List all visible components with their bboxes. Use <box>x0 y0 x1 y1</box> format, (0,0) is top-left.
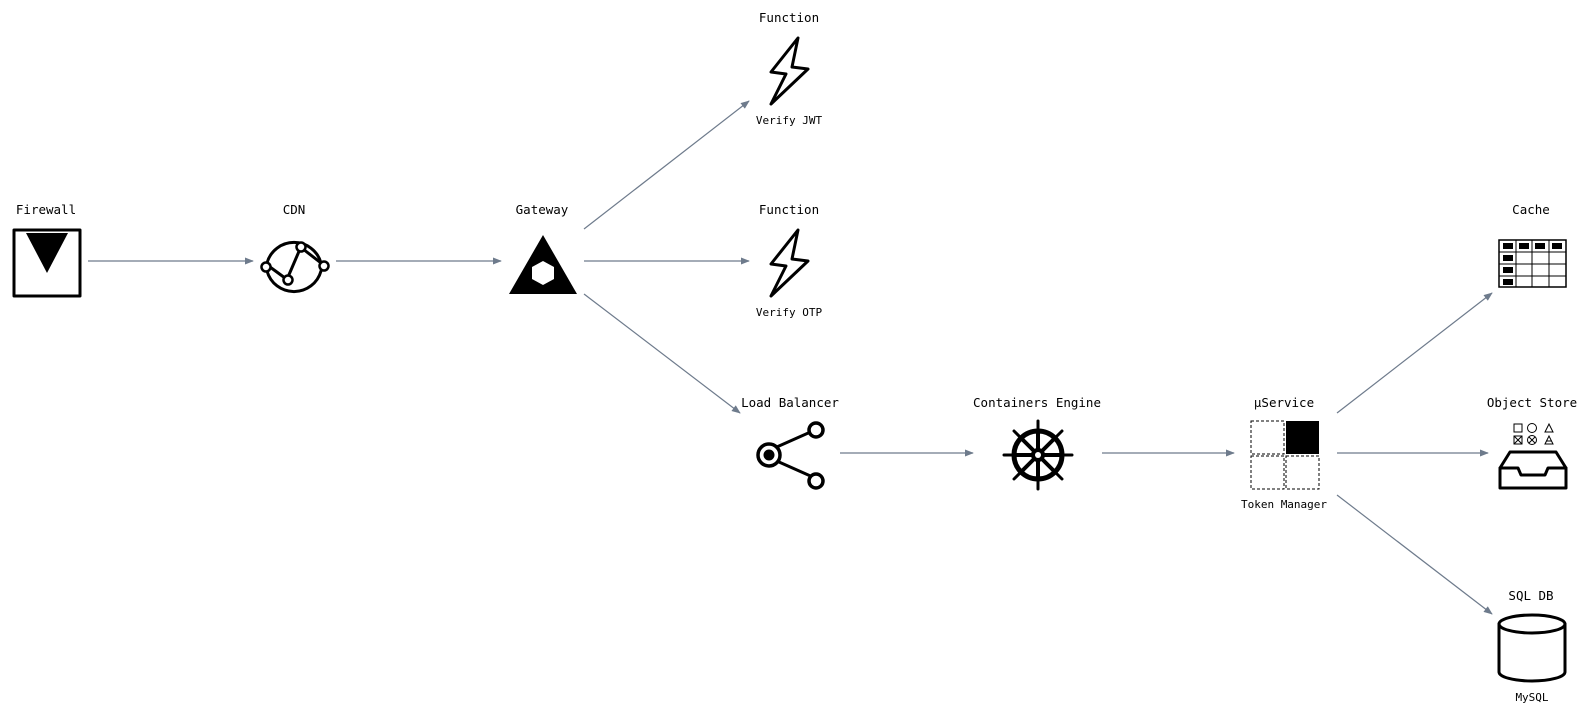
node-label: SQL DB <box>1508 588 1553 603</box>
edge-gateway-lb <box>583 293 741 414</box>
node-firewall[interactable]: Firewall <box>12 202 82 298</box>
node-label: Cache <box>1512 202 1550 217</box>
share-icon <box>756 421 825 490</box>
microservice-grid-icon <box>1250 420 1320 490</box>
node-load-balancer[interactable]: Load Balancer <box>741 395 839 490</box>
table-icon <box>1498 239 1567 288</box>
node-label: Object Store <box>1487 395 1577 410</box>
node-label: Load Balancer <box>741 395 839 410</box>
inbox-shapes-icon <box>1498 422 1568 490</box>
lightning-icon <box>769 36 810 106</box>
node-object-store[interactable]: Object Store <box>1487 395 1577 490</box>
firewall-icon <box>12 228 82 298</box>
node-label: Function <box>759 10 819 25</box>
lightning-icon <box>769 228 810 298</box>
node-sublabel: Verify OTP <box>756 306 823 319</box>
node-function-otp[interactable]: Function Verify OTP <box>756 202 823 319</box>
node-label: Firewall <box>16 202 76 217</box>
edge-service-cache <box>1336 292 1493 414</box>
cdn-icon <box>260 240 330 294</box>
node-sublabel: Verify JWT <box>756 114 823 127</box>
node-label: Function <box>759 202 819 217</box>
edge-gateway-fn-jwt <box>583 100 750 230</box>
node-containers-engine[interactable]: Containers Engine <box>973 395 1101 491</box>
node-gateway[interactable]: Gateway <box>509 202 577 294</box>
node-label: µService <box>1254 395 1314 410</box>
node-cdn[interactable]: CDN <box>260 202 330 294</box>
cylinder-icon <box>1497 613 1567 683</box>
node-function-jwt[interactable]: Function Verify JWT <box>756 10 823 127</box>
node-sublabel: Token Manager <box>1241 498 1327 511</box>
node-label: Gateway <box>516 202 569 217</box>
node-sql-db[interactable]: SQL DB MySQL <box>1497 588 1567 704</box>
node-sublabel: MySQL <box>1515 691 1548 704</box>
edge-service-sqldb <box>1336 494 1493 615</box>
node-label: Containers Engine <box>973 395 1101 410</box>
node-microservice[interactable]: µService Token Manager <box>1241 395 1327 511</box>
helm-wheel-icon <box>1002 419 1074 491</box>
node-cache[interactable]: Cache <box>1498 202 1567 288</box>
edges <box>88 100 1493 615</box>
node-label: CDN <box>283 202 306 217</box>
gateway-icon <box>509 235 577 294</box>
